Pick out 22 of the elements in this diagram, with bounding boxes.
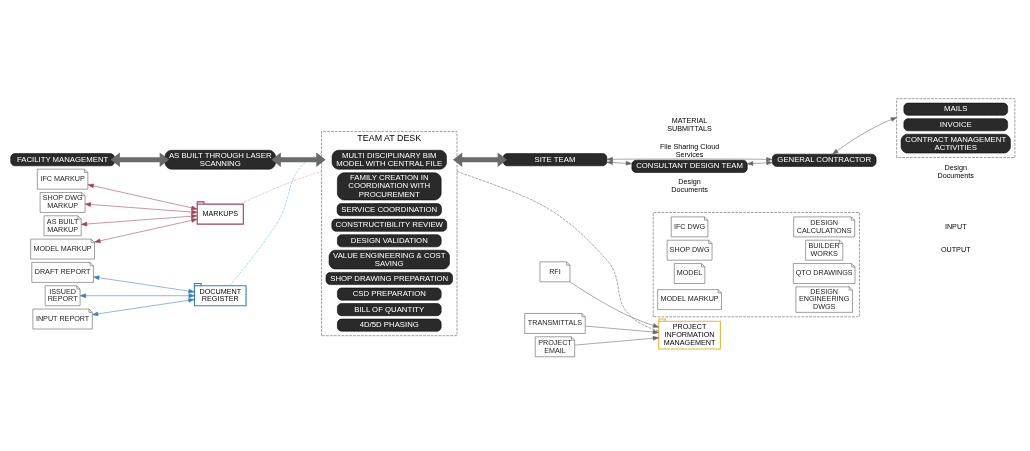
connector xyxy=(240,171,322,205)
arrow xyxy=(606,160,632,166)
arrow xyxy=(747,160,773,166)
arrow xyxy=(87,183,198,211)
arrow xyxy=(569,281,659,328)
arrow xyxy=(92,298,195,317)
arrow xyxy=(81,214,198,227)
arrow xyxy=(585,325,659,335)
arrow xyxy=(93,275,195,294)
arrow xyxy=(79,293,195,298)
arrow xyxy=(606,157,773,162)
arrow xyxy=(84,202,198,215)
connector xyxy=(229,152,322,286)
cluster xyxy=(652,212,860,318)
arrow xyxy=(452,152,507,168)
cluster xyxy=(896,98,1016,158)
connector xyxy=(456,171,659,332)
arrow xyxy=(94,218,198,243)
arrow xyxy=(832,117,897,155)
arrow xyxy=(574,336,659,346)
arrow xyxy=(110,152,169,168)
arrow xyxy=(271,152,326,168)
